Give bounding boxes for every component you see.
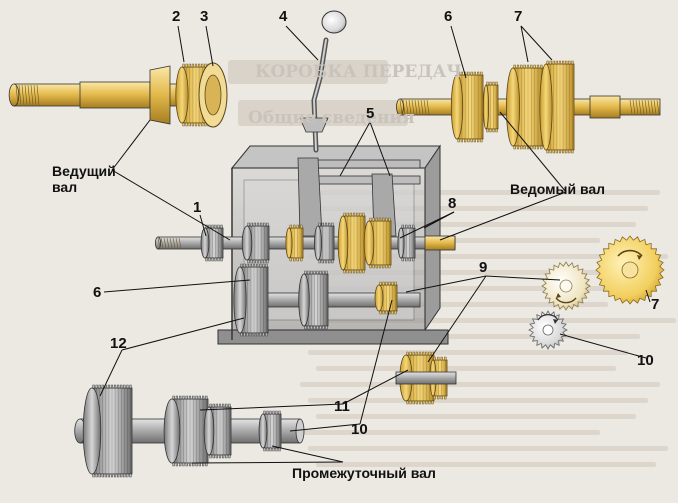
callout-4: 4 [279, 8, 288, 25]
callout-7-top: 7 [514, 8, 523, 25]
callout-3: 3 [200, 8, 209, 25]
callout-10-bottom: 10 [351, 421, 368, 438]
callout-2: 2 [172, 8, 181, 25]
driven-shaft-illustration [396, 60, 661, 154]
reverse-idler-gear-illustration [395, 351, 457, 405]
callout-5: 5 [366, 105, 375, 122]
driven-shaft-label: Ведомый вал [510, 181, 606, 197]
callout-11: 11 [334, 398, 350, 415]
main-shaft-in-housing [154, 212, 456, 274]
callout-leader-lines [99, 25, 651, 464]
drive-shaft-label: Ведущий вал [52, 163, 116, 196]
shift-fork-rails [297, 157, 421, 237]
intermediate-shaft-label: Промежуточный вал [292, 465, 436, 481]
callout-8: 8 [448, 195, 457, 212]
callout-10-right: 10 [637, 352, 654, 369]
callout-6-left: 6 [93, 284, 102, 301]
callout-6-top: 6 [444, 8, 453, 25]
gear-7-face [595, 235, 665, 305]
rotation-direction-schematic [528, 235, 665, 350]
counter-shaft-in-housing [233, 263, 421, 337]
background-section-fragment: Общие сведения [248, 108, 415, 128]
callout-7-right: 7 [651, 296, 660, 313]
drive-shaft-illustration [8, 62, 228, 128]
intermediate-shaft-illustration [74, 384, 305, 478]
background-heading-fragment: КОРОБКА ПЕРЕДАЧ [255, 62, 462, 82]
callout-12: 12 [110, 335, 127, 352]
callout-1: 1 [193, 199, 202, 216]
gear-lever [299, 10, 347, 153]
gear-9-face [541, 261, 591, 311]
gear-10-face [528, 310, 568, 350]
callout-9: 9 [479, 259, 488, 276]
